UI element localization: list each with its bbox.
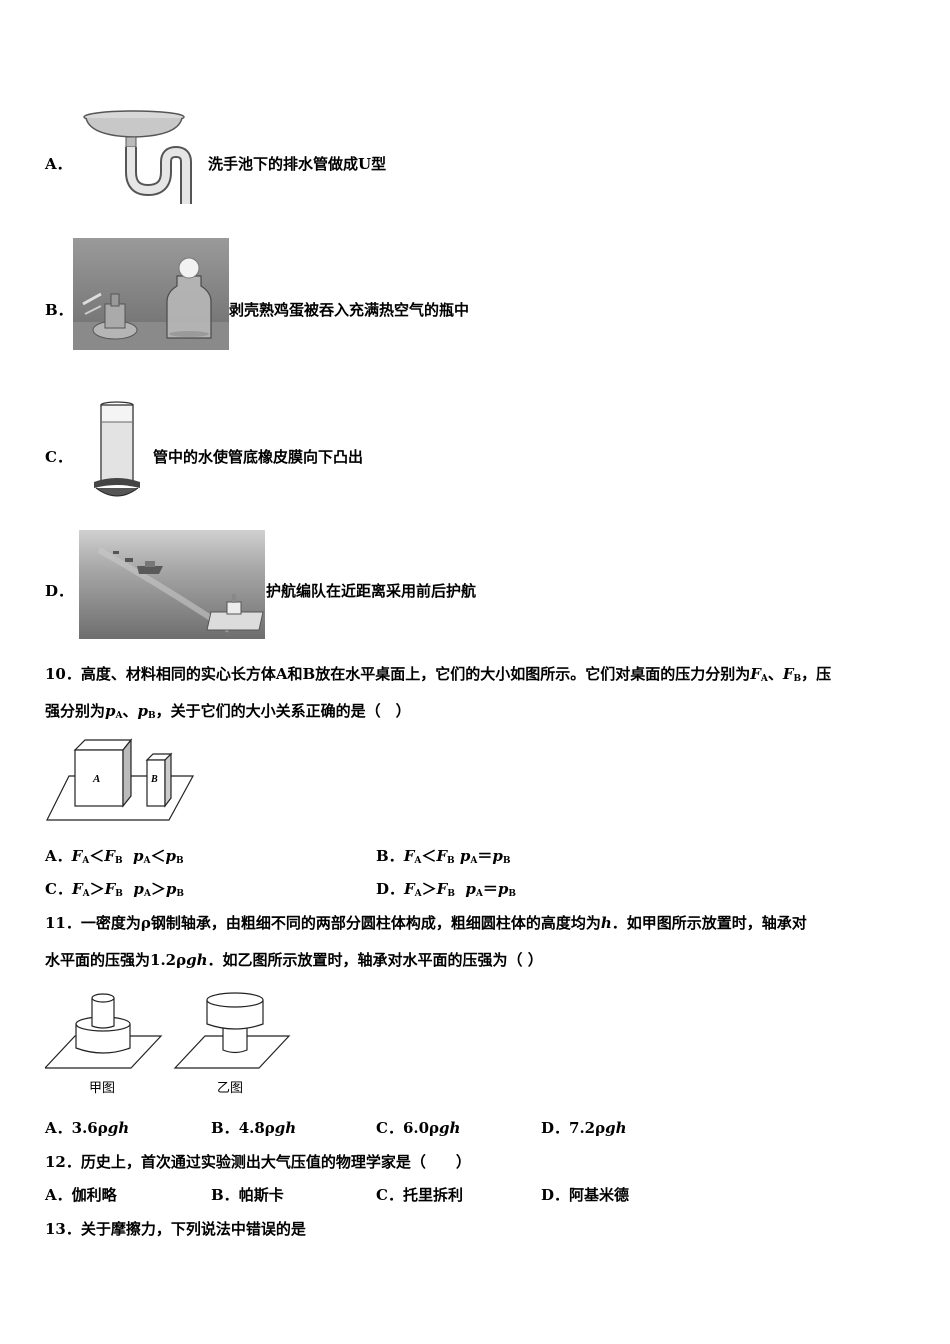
q10-option-a[interactable]: A．FA＜FB pA＜pB: [45, 847, 184, 866]
fig-yi-caption: 乙图: [217, 1081, 243, 1096]
water-tube-rubber-membrane-image: [94, 401, 140, 497]
option-c-text: 管中的水使管底橡皮膜向下凸出: [153, 448, 364, 466]
q10-stem-line1: 10．高度、材料相同的实心长方体A和B放在水平桌面上，它们的大小如图所示。它们对…: [45, 665, 832, 684]
block-a-label: A: [92, 773, 100, 785]
option-c-letter: C．: [45, 448, 72, 466]
q11-option-d[interactable]: D．7.2ρgh: [541, 1119, 627, 1137]
q11-option-a[interactable]: A．3.6ρgh: [45, 1119, 130, 1137]
q10-stem-line2: 强分别为pA、pB，关于它们的大小关系正确的是（ ）: [45, 702, 411, 721]
q11-option-b[interactable]: B．4.8ρgh: [211, 1119, 297, 1137]
option-d-text: 护航编队在近距离采用前后护航: [266, 582, 477, 600]
q12-stem: 12．历史上，首次通过实验测出大气压值的物理学家是（ ）: [45, 1153, 471, 1171]
option-d-letter: D．: [45, 582, 74, 600]
q11-stem-line2: 水平面的压强为1.2ρgh．如乙图所示放置时，轴承对水平面的压强为（ ）: [45, 951, 543, 969]
bearing-fig-jia: 甲图: [45, 993, 163, 1096]
q12-option-b[interactable]: B．帕斯卡: [211, 1186, 284, 1204]
q10-option-b[interactable]: B．FA＜FB pA＝pB: [376, 847, 511, 866]
q12-option-a[interactable]: A．伽利略: [45, 1186, 117, 1204]
bearing-fig-yi: 乙图: [173, 992, 291, 1096]
escort-fleet-photo: [79, 530, 265, 639]
option-a-text: 洗手池下的排水管做成U型: [208, 155, 387, 173]
option-b-text: 剥壳熟鸡蛋被吞入充满热空气的瓶中: [229, 301, 470, 319]
fig-jia-caption: 甲图: [89, 1081, 115, 1096]
option-a-letter: A．: [45, 155, 72, 173]
q11-option-c[interactable]: C．6.0ρgh: [376, 1119, 461, 1137]
blocks-a-b-diagram: A B: [46, 738, 195, 821]
q11-stem-line1: 11．一密度为ρ钢制轴承，由粗细不同的两部分圆柱体构成，粗细圆柱体的高度均为h．…: [45, 914, 807, 932]
q10-option-d[interactable]: D．FA＞FB pA＝pB: [376, 880, 516, 899]
q12-option-c[interactable]: C．托里拆利: [376, 1186, 463, 1204]
option-b-letter: B．: [45, 301, 73, 319]
q13-stem: 13．关于摩擦力，下列说法中错误的是: [45, 1220, 306, 1238]
q12-option-d[interactable]: D．阿基米德: [541, 1186, 630, 1204]
u-shaped-drain-pipe-image: [83, 110, 192, 204]
block-b-label: B: [150, 774, 158, 785]
egg-in-bottle-photo: [73, 238, 229, 350]
bearing-diagrams: 甲图 乙图: [45, 992, 291, 1096]
q10-option-c[interactable]: C．FA＞FB pA＞pB: [45, 880, 184, 899]
